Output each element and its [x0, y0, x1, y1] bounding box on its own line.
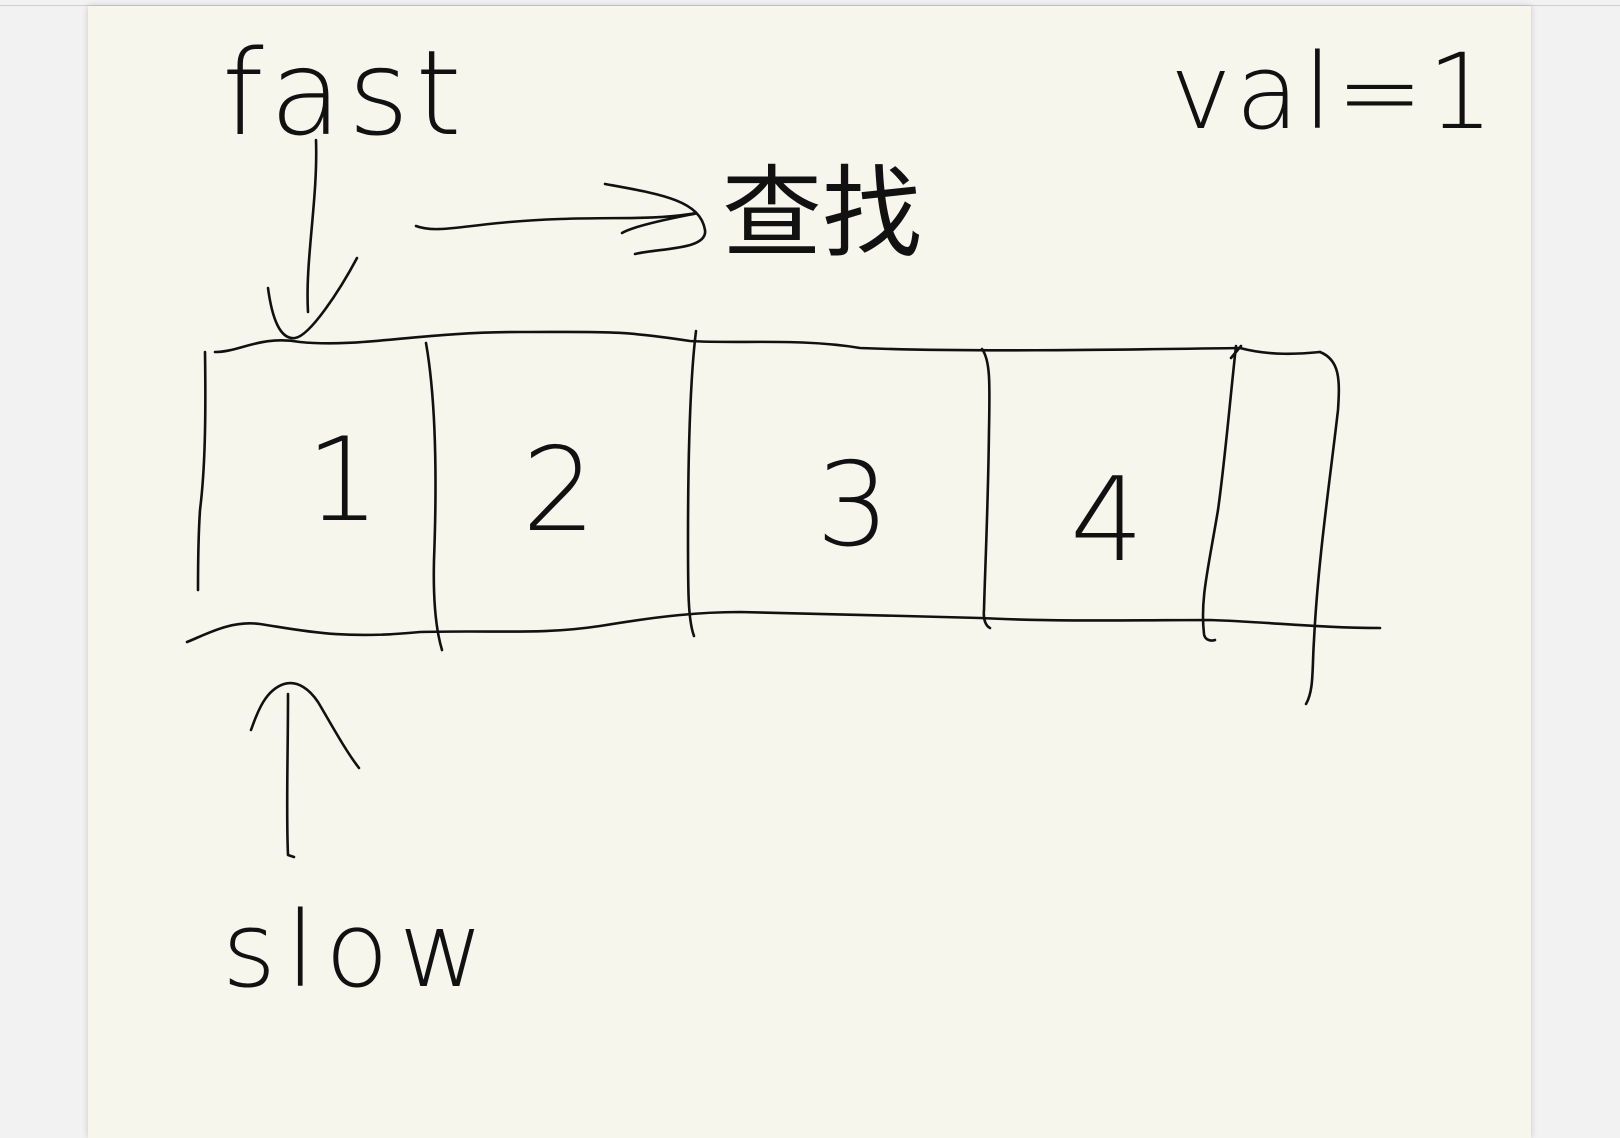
- array-right-edge: [1304, 350, 1341, 706]
- slow-arrow-head: [249, 681, 361, 770]
- window-top-border: [0, 5, 1620, 6]
- array-cell-value: 3: [816, 438, 890, 573]
- notebook-page: [88, 6, 1531, 1138]
- fast-arrow-head: [266, 256, 359, 340]
- cell-divider: [980, 347, 992, 630]
- array-top-edge: [213, 330, 1322, 356]
- label-fast: fast: [222, 24, 468, 162]
- fast-arrow-shaft: [306, 138, 318, 314]
- array-left-edge: [196, 350, 207, 592]
- annotation-arrow: [414, 182, 707, 256]
- label-slow: slow: [222, 889, 494, 1011]
- cell-divider: [686, 329, 698, 638]
- label-condition: val=1: [1170, 31, 1497, 153]
- cell-divider: [1201, 344, 1238, 642]
- label-annotation: 查找: [722, 155, 922, 272]
- array-bottom-edge: [185, 610, 1382, 644]
- slow-arrow-shaft: [285, 692, 296, 859]
- cell-divider-tick: [1229, 344, 1243, 360]
- array-cell-value: 4: [1070, 453, 1144, 588]
- array-cell-value: 1: [306, 413, 380, 548]
- array-cell-value: 2: [522, 423, 596, 558]
- cell-divider: [424, 341, 444, 652]
